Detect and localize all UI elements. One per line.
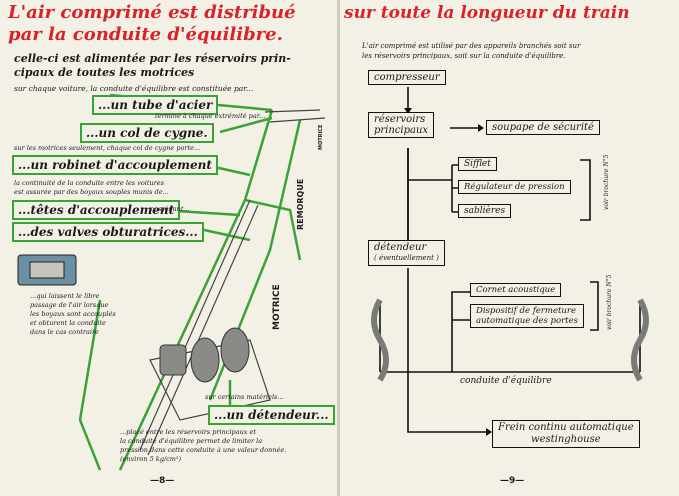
arrowhead-2: [478, 124, 484, 132]
box-reservoirs-line2: principaux: [374, 125, 429, 136]
label-remorque: REMORQUE: [296, 178, 305, 230]
left-subtitle-line2: cipaux de toutes les motrices: [14, 66, 195, 79]
reservoir-2: [220, 327, 250, 373]
hose-right: [631, 298, 649, 382]
note-col: sur les motrices seulement, chaque col d…: [14, 144, 201, 152]
left-intro: sur chaque voiture, la conduite d'équili…: [14, 84, 254, 93]
footer-text-2: la conduite d'équilibre permet de limite…: [120, 437, 263, 445]
left-title-line2: par la conduite d'équilibre.: [8, 24, 283, 45]
box-cornet: Cornet acoustique: [470, 283, 562, 297]
box-sablieres: sablières: [458, 204, 512, 218]
branch-appliances: [408, 164, 458, 213]
arrowhead-1: [404, 108, 412, 114]
pipe-green-lower: [78, 299, 102, 471]
caption-valves-3: les boyaux sont accouplés: [30, 310, 116, 318]
box-dispositif: Dispositif de fermeture automatique des …: [470, 304, 584, 328]
pipe-green-branch: [244, 198, 302, 261]
item-valves: ...des valves obturatrices...: [12, 222, 204, 242]
note-certains: sur certains matériels...: [205, 393, 284, 401]
box-detendeur-note: ( éventuellement ): [374, 254, 439, 262]
compressor-body: [159, 344, 187, 376]
leader-line-col: [219, 116, 273, 134]
box-detendeur-label: détendeur: [374, 242, 427, 253]
item-tube-acier: ...un tube d'acier: [92, 95, 219, 115]
pipe-dark-top: [264, 109, 326, 123]
branch-conduite-appliances: [451, 291, 470, 372]
right-intro-line2: les réservoirs principaux, soit sur la c…: [362, 52, 566, 60]
right-page-number: —9—: [500, 476, 525, 486]
box-reservoirs-line1: réservoirs: [374, 114, 426, 125]
bracket-bottom: [590, 281, 599, 331]
caption-valves-1: ...qui laissent le libre: [30, 292, 100, 300]
footer-text-4: (environ 5 kg/cm²): [120, 455, 182, 463]
note-tube: terminé à chaque extrémité par...: [155, 112, 266, 120]
left-title-line1: L'air comprimé est distribué: [8, 2, 296, 23]
box-regulateur: Régulateur de pression: [458, 180, 571, 194]
caption-valves-2: passage de l'air lorsque: [30, 301, 109, 309]
box-soupape: soupape de sécurité: [486, 120, 600, 135]
item-robinet: ...un robinet d'accouplement: [12, 155, 218, 175]
arrowhead-frein: [486, 428, 492, 436]
note-continuity-2: est assurée par des boyaux souples munis…: [14, 188, 169, 196]
label-motrice: MOTRICE: [272, 284, 282, 330]
hose-left: [371, 298, 389, 382]
box-detendeur: détendeur ( éventuellement ): [368, 240, 445, 266]
bracket-top: [580, 159, 591, 221]
left-page-number: —8—: [150, 476, 175, 486]
book-spine: [337, 0, 340, 496]
right-page: sur toute la longueur du train L'air com…: [340, 0, 679, 496]
footer-text-1: ...placé entre les réservoirs principaux…: [120, 428, 256, 436]
caption-valves-5: dans le cas contraire: [30, 328, 99, 336]
note-continuity-1: la continuité de la conduite entre les v…: [14, 179, 164, 187]
left-subtitle-line1: celle-ci est alimentée par les réservoir…: [14, 52, 291, 65]
note-tetes: possédant...: [150, 205, 190, 213]
box-compresseur: compresseur: [368, 70, 446, 85]
box-frein-line2: westinghouse: [531, 434, 601, 445]
left-page: L'air comprimé est distribué par la cond…: [0, 0, 338, 496]
box-reservoirs: réservoirs principaux: [368, 112, 435, 138]
label-conduite: conduite d'équilibre: [460, 376, 552, 386]
item-col-de-cygne: ...un col de cygne.: [80, 123, 214, 143]
item-tetes: ...têtes d'accouplement: [12, 200, 181, 220]
leader-line-valves: [194, 226, 251, 242]
valve-photo-core: [29, 261, 65, 279]
reservoir-1: [190, 337, 220, 383]
right-intro-line1: L'air comprimé est utilisé par des appar…: [362, 42, 581, 50]
side-note-1: voir brochure N°5: [603, 154, 610, 211]
label-motrice-small: MOTRICE: [318, 124, 324, 150]
box-frein-line1: Frein continu automatique: [498, 422, 634, 433]
item-detendeur: ...un détendeur...: [208, 405, 335, 425]
box-dispositif-line1: Dispositif de fermeture: [476, 306, 577, 316]
right-title: sur toute la longueur du train: [344, 3, 630, 23]
air-flow-diagram: [371, 87, 649, 436]
box-dispositif-line2: automatique des portes: [476, 316, 578, 326]
box-frein: Frein continu automatique westinghouse: [492, 420, 640, 448]
side-note-2: voir brochure N°5: [606, 274, 613, 331]
pipe-dark-main: [139, 199, 259, 456]
line-to-frein: [407, 268, 488, 433]
footer-text-3: pression dans cette conduite à une valeu…: [120, 446, 287, 454]
caption-valves-4: et obturent la conduite: [30, 319, 106, 327]
box-sifflet: Sifflet: [458, 157, 497, 171]
